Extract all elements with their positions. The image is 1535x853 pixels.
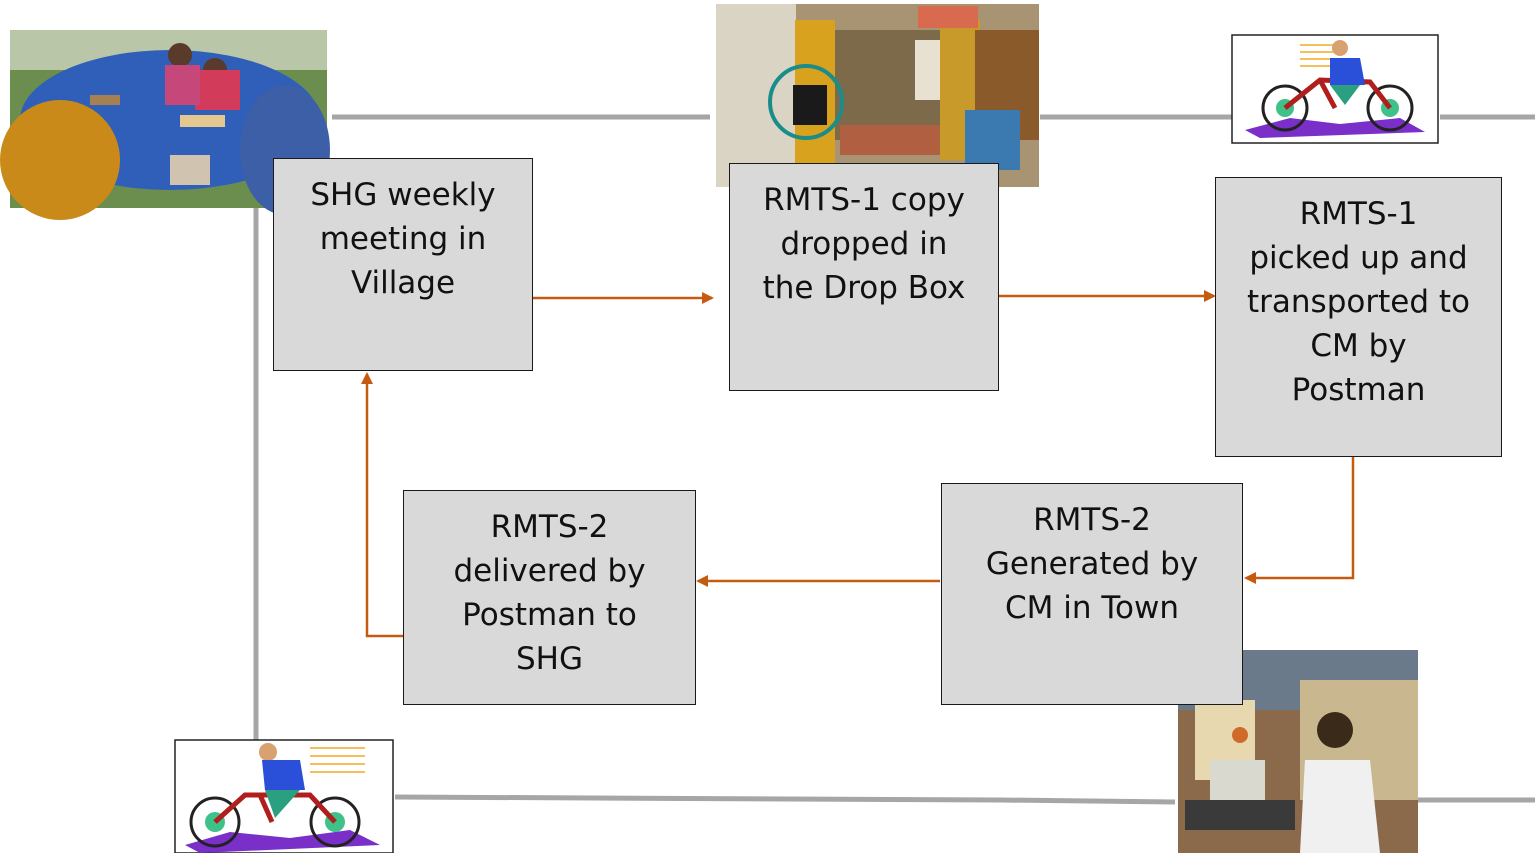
step-line: transported to <box>1247 284 1470 320</box>
step-line: Village <box>350 265 456 301</box>
step-line: RMTS-1 <box>1299 196 1418 232</box>
step-line: the Drop Box <box>762 270 966 306</box>
step-cm-generated: RMTS-2 Generated by CM in Town <box>941 483 1243 705</box>
step-line: CM in Town <box>1005 590 1179 626</box>
step-line: Postman to <box>462 597 637 633</box>
step-line: RMTS-2 <box>490 509 609 545</box>
step-line: SHG <box>515 641 583 677</box>
cyclist-top <box>1231 34 1439 144</box>
step-line: Generated by <box>985 546 1199 582</box>
step-postman-delivery: RMTS-2 delivered by Postman to SHG <box>403 490 696 705</box>
drop-box-highlight-circle <box>768 64 844 140</box>
cm-operator-photo <box>1178 650 1418 853</box>
step-line: CM by <box>1310 328 1407 364</box>
flow-arrows <box>361 290 1355 638</box>
connector-bottom <box>394 794 1176 805</box>
connector-lines <box>253 114 1535 805</box>
arrow-pickup-to-cm <box>1244 457 1355 584</box>
step-line: Postman <box>1291 372 1426 408</box>
cyclist-bottom <box>174 739 394 853</box>
step-postman-pickup: RMTS-1 picked up and transported to CM b… <box>1215 177 1502 457</box>
step-drop-box: RMTS-1 copy dropped in the Drop Box <box>729 163 999 391</box>
step-line: picked up and <box>1249 240 1468 276</box>
step-line: meeting in <box>319 221 487 257</box>
step-shg-meeting: SHG weekly meeting in Village <box>273 158 533 371</box>
step-line: RMTS-2 <box>1033 502 1151 538</box>
step-line: RMTS-1 copy <box>763 182 965 218</box>
drop-box-shop-photo <box>716 4 1039 187</box>
arrow-delivery-to-meeting <box>361 372 404 638</box>
step-line: SHG weekly <box>310 177 496 213</box>
step-line: dropped in <box>780 226 948 262</box>
step-line: delivered by <box>453 553 646 589</box>
